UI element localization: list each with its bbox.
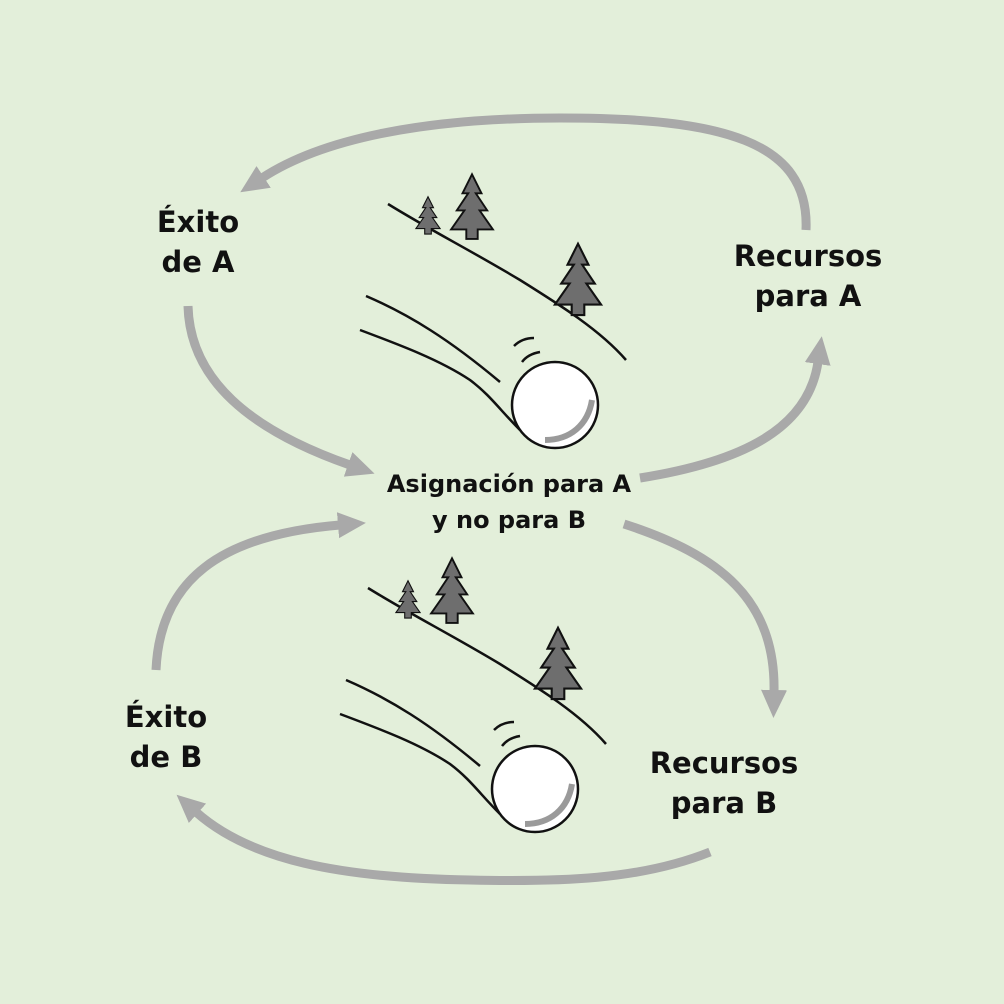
arrow-recursos-b-to-exito-b [176,794,712,886]
node-recursos-b-line1: Recursos [649,746,799,780]
node-recursos-b: Recursos para B [644,743,804,823]
node-asignacion-line2: y no para B [432,506,586,534]
arrow-exito-a-to-asignacion [183,305,375,477]
node-recursos-b-line2: para B [670,786,778,820]
node-recursos-a-line2: para A [754,279,862,313]
node-exito-b-line1: Éxito [124,700,208,734]
node-exito-b: Éxito de B [116,697,216,777]
node-asignacion-line1: Asignación para A [386,470,632,498]
node-exito-a: Éxito de A [148,202,248,282]
node-exito-a-line1: Éxito [156,205,240,239]
arrow-recursos-a-to-exito-a [240,113,811,231]
node-exito-a-line2: de A [161,245,235,279]
arrow-exito-b-to-asignacion [151,512,366,671]
snowball-illustration-top [360,174,626,448]
node-recursos-a: Recursos para A [728,236,888,316]
arrow-asignacion-to-recursos-b [622,519,788,718]
node-asignacion: Asignación para A y no para B [374,466,644,538]
node-exito-b-line2: de B [129,740,203,774]
arrow-asignacion-to-recursos-a [639,336,831,483]
node-recursos-a-line1: Recursos [733,239,883,273]
snowball-illustration-bottom [340,558,606,832]
